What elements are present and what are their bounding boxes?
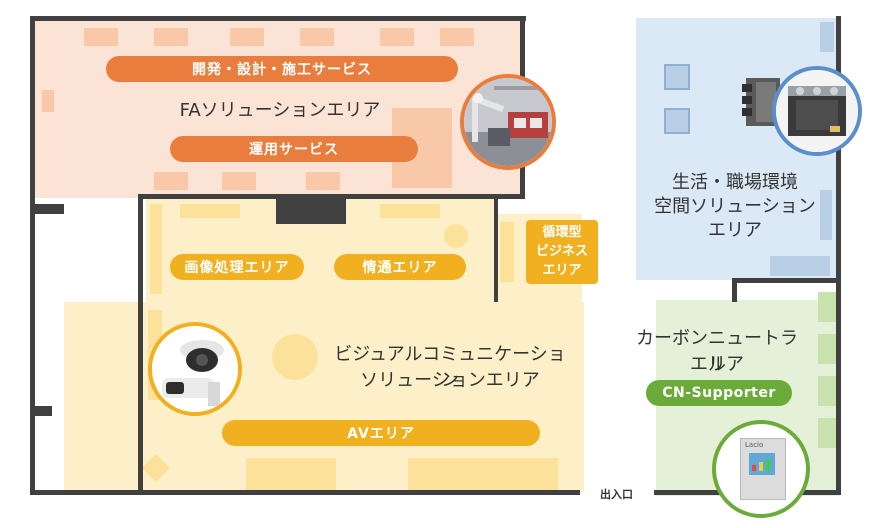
wall-carbon-left [732,278,737,302]
security-camera-photo [148,322,242,416]
circular-business-line1: 循環型 [542,225,582,240]
carbon-furniture [818,376,838,406]
visual-furniture [444,224,468,248]
robot-arm-photo [460,74,556,170]
fa-area-title: FAソリューションエリア [179,100,381,121]
visual-furniture [408,458,558,490]
fa-table [154,28,188,46]
wall-stub [30,406,52,416]
carbon-furniture [818,292,838,322]
carbon-furniture [818,418,838,448]
living-furniture [820,22,834,52]
visual-furniture [150,204,162,294]
visual-furniture [500,222,514,282]
av-area-pill[interactable]: AVエリア [222,420,540,446]
controller-brand-text: Lacio [745,441,764,449]
circular-business-line2: ビジネス [535,244,588,259]
fa-table [300,28,334,46]
wall-top [30,16,526,21]
wall-block [276,194,346,224]
carbon-furniture [818,334,838,364]
carbon-area-title-2: エリア [690,354,744,375]
circular-business-box[interactable]: 循環型 ビジネス エリア [526,220,598,284]
entrance-label: 出入口 [600,488,633,501]
carbon-area-title-1: カーボンニュートラル [636,328,798,375]
image-processing-pill[interactable]: 画像処理エリア [170,254,304,280]
fa-table [230,28,264,46]
circular-business-line3: エリア [542,263,582,278]
fa-table [306,172,340,190]
controller-device-photo: Lacio [712,420,810,518]
wall-right [836,16,841,494]
fa-table [440,28,474,46]
wall-visual-inner [494,194,498,302]
wall-visual-left [138,194,143,494]
fa-table [42,90,54,112]
visual-furniture [180,204,240,218]
living-furniture [664,108,690,134]
hvac-equipment-photo [772,66,862,156]
wall-bottom [30,490,580,495]
fa-operation-service-pill[interactable]: 運用サービス [170,136,418,162]
living-furniture [820,190,832,240]
wall-stub [30,204,64,214]
living-furniture [770,256,830,276]
wall-carbon-top [732,278,840,283]
visual-area-title-1: ビジュアルコミュニケーション [334,344,566,391]
controller-screen [749,453,775,475]
fa-table [380,28,414,46]
living-furniture [664,64,690,90]
visual-furniture [380,204,440,218]
fa-dev-service-pill[interactable]: 開発・設計・施工サービス [106,56,458,82]
fa-table [84,28,118,46]
visual-area-title-2: ソリューションエリア [360,370,540,391]
living-area-title-2: 空間ソリューション [654,196,816,217]
info-comm-pill[interactable]: 情通エリア [334,254,466,280]
wall-left [30,16,35,494]
fa-table [222,172,256,190]
cn-supporter-pill[interactable]: CN-Supporter [646,380,792,406]
visual-furniture [272,334,318,380]
visual-furniture [246,458,336,490]
living-area-title-1: 生活・職場環境 [672,172,798,193]
living-area-title-3: エリア [708,220,762,241]
controller-device-body: Lacio [740,438,786,500]
fa-table [154,172,188,190]
